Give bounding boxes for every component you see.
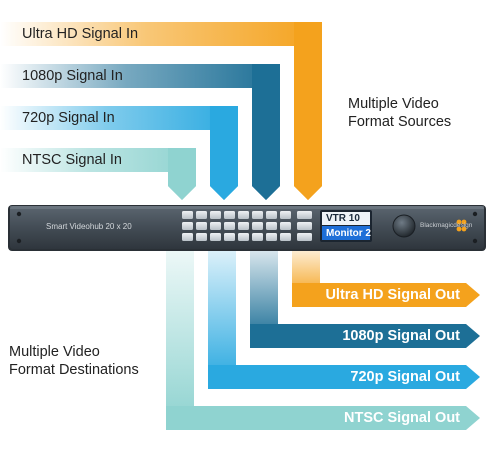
input-label-ultra-hd: Ultra HD Signal In xyxy=(22,26,139,42)
output-arrow-720p xyxy=(208,248,480,389)
rack-screw xyxy=(16,211,22,217)
keypad-button[interactable] xyxy=(266,211,277,219)
device-name: Smart Videohub 20 x 20 xyxy=(46,222,132,231)
keypad-button[interactable] xyxy=(210,222,221,230)
output-label-ultra-hd: Ultra HD Signal Out xyxy=(325,287,460,303)
input-label-720p: 720p Signal In xyxy=(22,110,115,126)
rack-screw xyxy=(472,211,478,217)
keypad-button[interactable] xyxy=(280,211,291,219)
input-arrow-ultra-hd xyxy=(0,22,322,200)
output-arrow-ultra-hd xyxy=(292,248,480,307)
lcd-destination: Monitor 2 xyxy=(326,228,371,239)
input-label-1080p: 1080p Signal In xyxy=(22,68,123,84)
destinations-caption: Multiple Video Format Destinations xyxy=(9,344,139,378)
output-label-ntsc: NTSC Signal Out xyxy=(344,410,460,426)
keypad-button[interactable] xyxy=(182,222,193,230)
videohub-device xyxy=(8,205,486,251)
keypad-button[interactable] xyxy=(182,233,193,241)
keypad-button[interactable] xyxy=(252,222,263,230)
keypad-button[interactable] xyxy=(238,233,249,241)
keypad-button[interactable] xyxy=(280,233,291,241)
lcd-source: VTR 10 xyxy=(326,213,360,224)
brand-name: Blackmagicdesign xyxy=(420,222,473,229)
keypad-button[interactable] xyxy=(224,233,235,241)
input-arrow-1080p xyxy=(0,64,280,200)
control-knob[interactable] xyxy=(393,215,415,237)
keypad-button[interactable] xyxy=(182,211,193,219)
keypad-button[interactable] xyxy=(196,233,207,241)
keypad-button[interactable] xyxy=(196,211,207,219)
rack-screw xyxy=(472,238,478,244)
keypad-button[interactable] xyxy=(210,233,221,241)
output-label-1080p: 1080p Signal Out xyxy=(342,328,460,344)
input-label-ntsc: NTSC Signal In xyxy=(22,152,122,168)
keypad-function-button[interactable] xyxy=(297,211,312,219)
output-arrow-ntsc xyxy=(166,248,480,430)
keypad-button[interactable] xyxy=(224,222,235,230)
keypad-button[interactable] xyxy=(238,211,249,219)
keypad-button[interactable] xyxy=(266,233,277,241)
keypad-button[interactable] xyxy=(266,222,277,230)
keypad-button[interactable] xyxy=(252,233,263,241)
control-keypad xyxy=(182,211,312,241)
keypad-function-button[interactable] xyxy=(297,233,312,241)
keypad-button[interactable] xyxy=(252,211,263,219)
keypad-button[interactable] xyxy=(280,222,291,230)
keypad-function-button[interactable] xyxy=(297,222,312,230)
keypad-button[interactable] xyxy=(210,211,221,219)
keypad-button[interactable] xyxy=(238,222,249,230)
input-arrow-ntsc xyxy=(0,148,196,200)
output-label-720p: 720p Signal Out xyxy=(350,369,460,385)
output-arrow-1080p xyxy=(250,248,480,348)
sources-caption: Multiple Video Format Sources xyxy=(348,96,452,130)
keypad-button[interactable] xyxy=(196,222,207,230)
input-arrow-720p xyxy=(0,106,238,200)
keypad-button[interactable] xyxy=(224,211,235,219)
brand-logo-icon xyxy=(456,219,467,232)
rack-screw xyxy=(16,238,22,244)
